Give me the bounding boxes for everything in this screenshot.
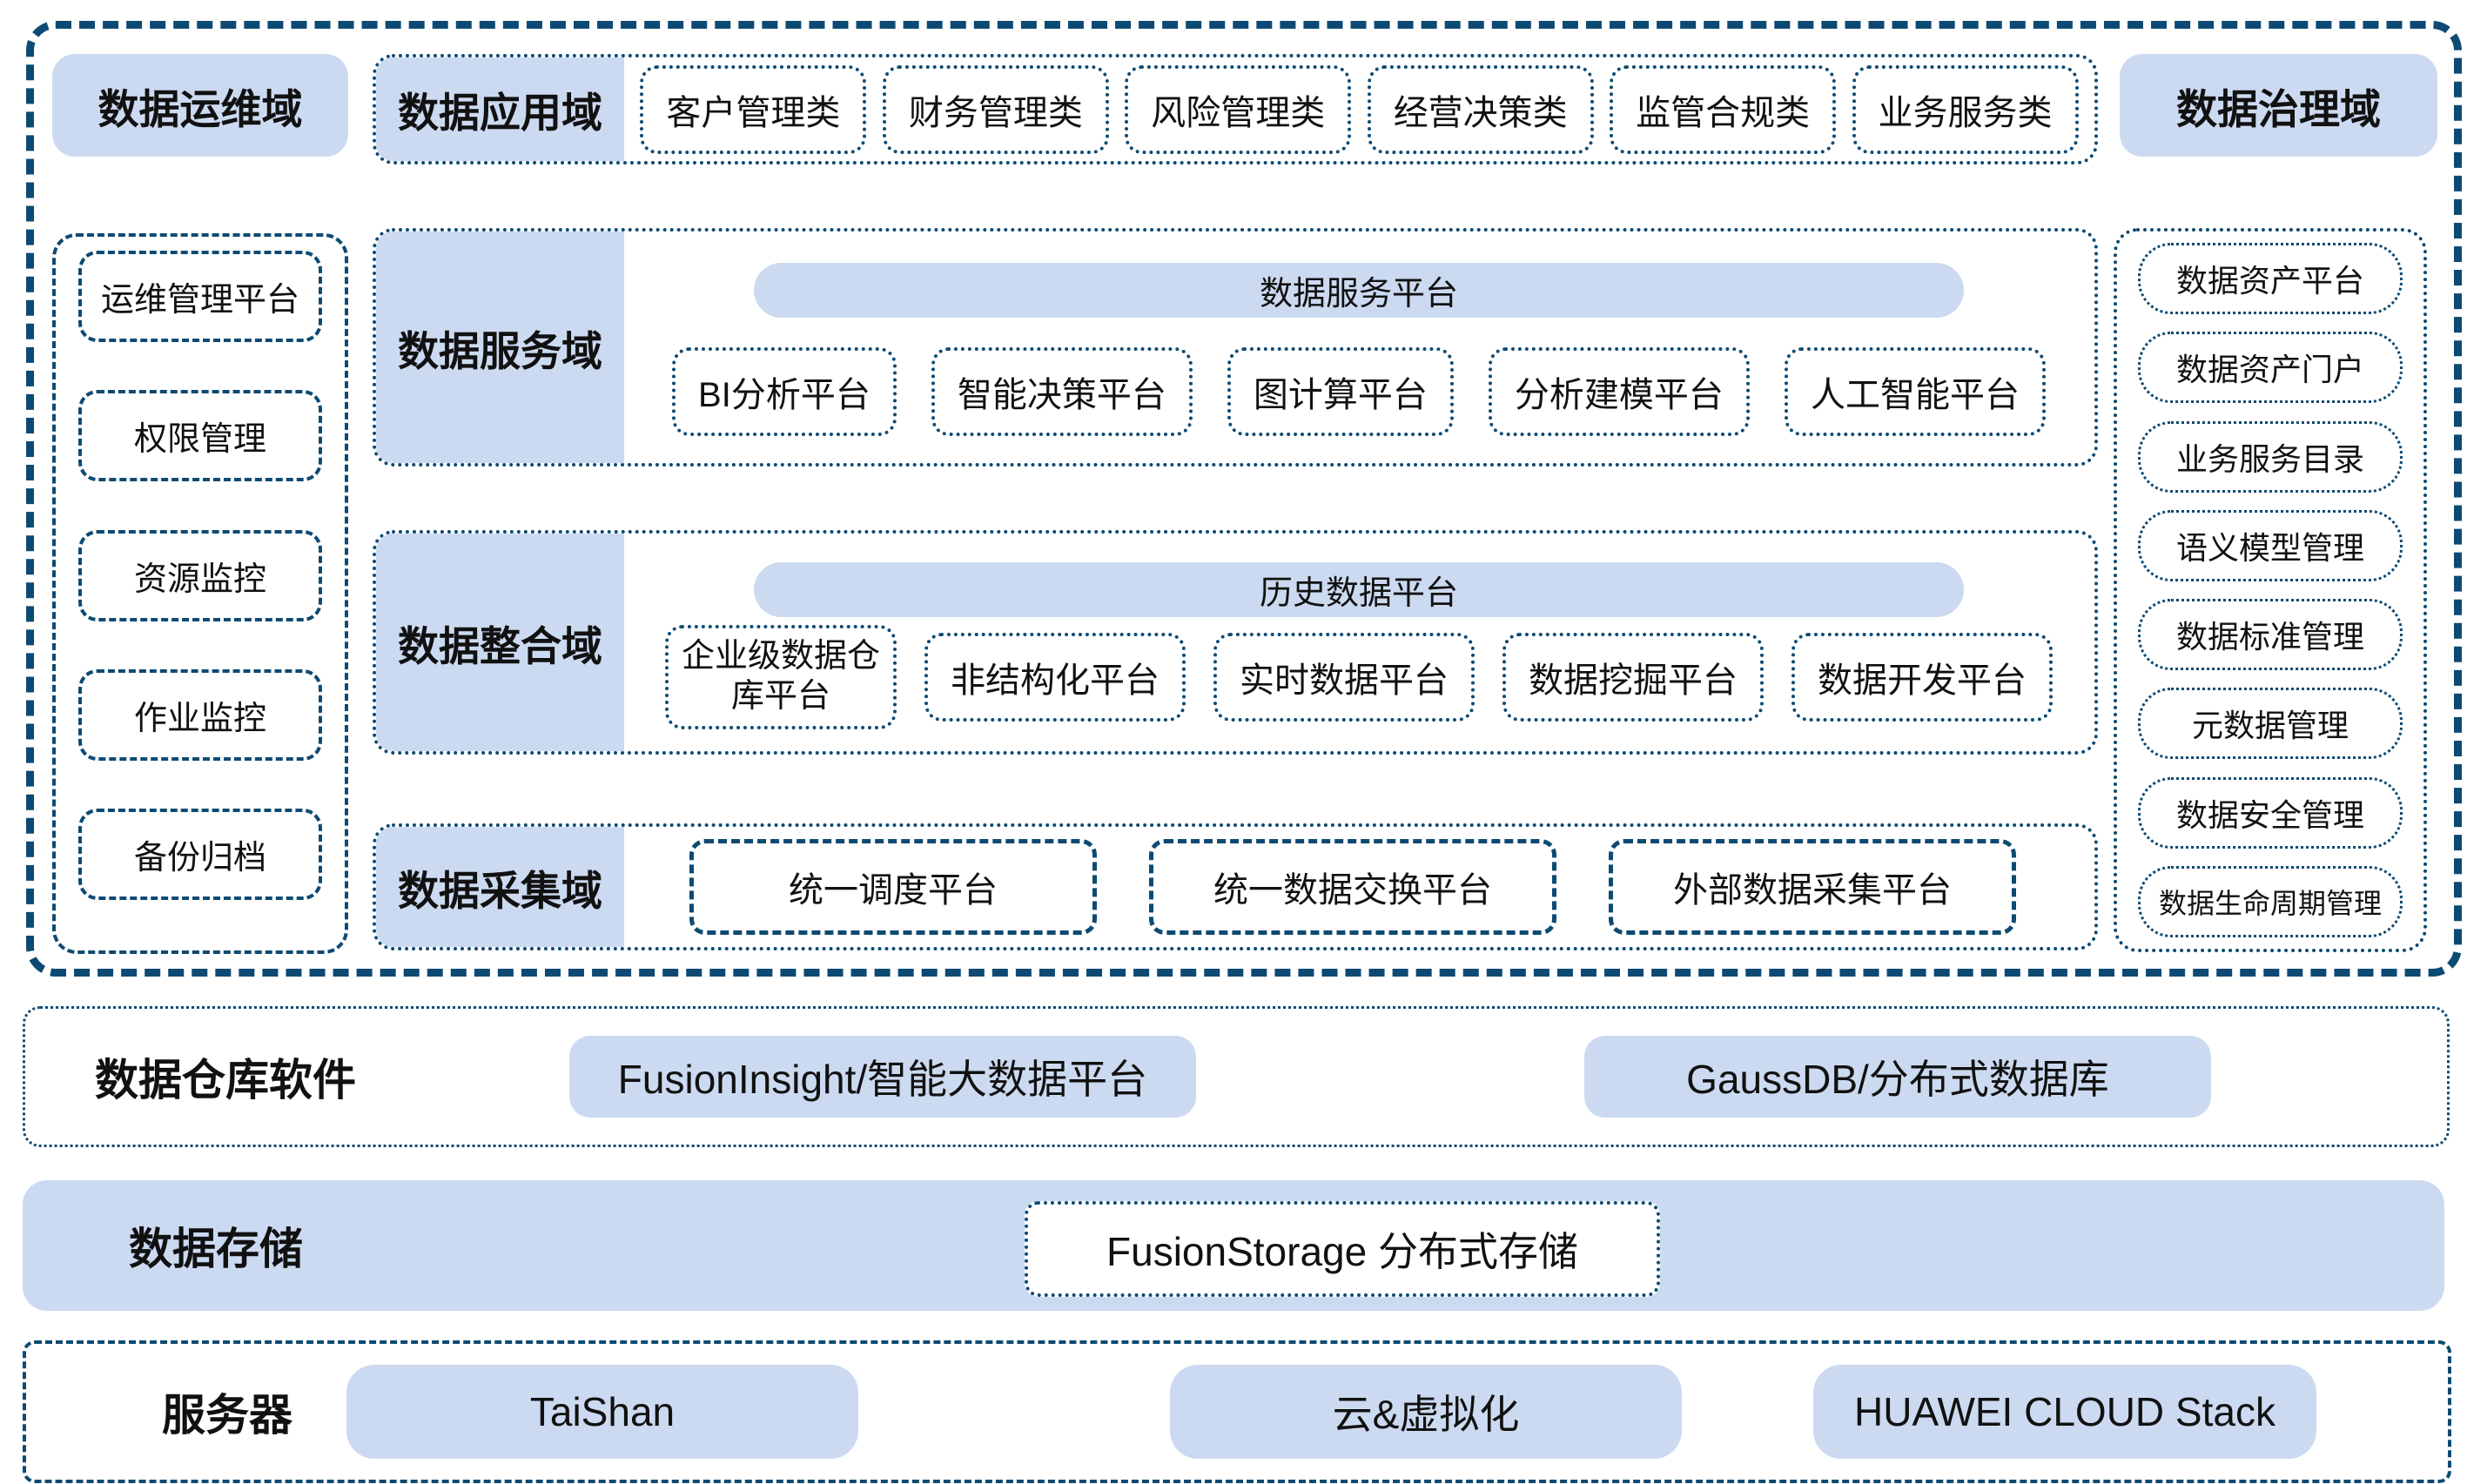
app-domain-chip-row: 客户管理类 财务管理类 风险管理类 经营决策类 监管合规类 业务服务类 (624, 57, 2094, 161)
service-domain-label: 数据服务域 (376, 232, 624, 463)
item-ops-mgmt-platform: 运维管理平台 (78, 251, 322, 342)
item-business-service-catalog: 业务服务目录 (2138, 420, 2403, 493)
item-data-standard-mgmt: 数据标准管理 (2138, 599, 2403, 671)
chip-finance-mgmt: 财务管理类 (882, 64, 1109, 154)
governance-domain-sidebar: 数据资产平台 数据资产门户 业务服务目录 语义模型管理 数据标准管理 元数据管理… (2114, 228, 2427, 952)
chip-realtime-data-platform: 实时数据平台 (1213, 633, 1475, 722)
item-permission-mgmt: 权限管理 (78, 390, 322, 482)
collection-domain-chip-row: 统一调度平台 统一数据交换平台 外部数据采集平台 (637, 827, 2068, 947)
chip-analysis-modeling-platform: 分析建模平台 (1488, 347, 1750, 436)
ops-domain-sidebar: 运维管理平台 权限管理 资源监控 作业监控 备份归档 (52, 233, 348, 954)
collection-domain-band: 数据采集域 统一调度平台 统一数据交换平台 外部数据采集平台 (373, 823, 2098, 950)
integration-domain-label: 数据整合域 (376, 534, 624, 751)
chip-unstructured-platform: 非结构化平台 (924, 633, 1186, 722)
server-row: 服务器 TaiShan 云&虚拟化 HUAWEI CLOUD Stack (23, 1340, 2451, 1483)
gaussdb-block: GaussDB/分布式数据库 (1584, 1036, 2211, 1118)
item-data-lifecycle-mgmt: 数据生命周期管理 (2138, 865, 2403, 937)
chip-bi-analysis-platform: BI分析平台 (672, 347, 897, 436)
chip-intelligent-decision-platform: 智能决策平台 (931, 347, 1193, 436)
app-domain-label: 数据应用域 (376, 57, 624, 161)
warehouse-software-row: 数据仓库软件 FusionInsight/智能大数据平台 GaussDB/分布式… (23, 1006, 2450, 1147)
chip-business-service: 业务服务类 (1852, 64, 2079, 154)
app-domain-container: 数据应用域 客户管理类 财务管理类 风险管理类 经营决策类 监管合规类 业务服务… (373, 54, 2098, 165)
history-data-platform-bar: 历史数据平台 (754, 562, 1964, 617)
data-service-platform-bar: 数据服务平台 (754, 263, 1964, 318)
fusionstorage-box: FusionStorage 分布式存储 (1025, 1201, 1660, 1297)
service-domain-chip-row: BI分析平台 智能决策平台 图计算平台 分析建模平台 人工智能平台 (637, 347, 2080, 436)
warehouse-software-label: 数据仓库软件 (95, 1056, 356, 1105)
chip-graph-compute-platform: 图计算平台 (1227, 347, 1454, 436)
chip-data-dev-platform: 数据开发平台 (1791, 633, 2053, 722)
server-label: 服务器 (162, 1391, 292, 1440)
item-resource-monitor: 资源监控 (78, 529, 322, 621)
taishan-block: TaiShan (346, 1365, 858, 1459)
governance-domain-block: 数据治理域 (2120, 54, 2437, 157)
ops-domain-block: 数据运维域 (52, 54, 348, 157)
item-backup-archive: 备份归档 (78, 809, 322, 900)
cloud-virtualization-block: 云&虚拟化 (1170, 1365, 1682, 1459)
data-storage-label: 数据存储 (129, 1225, 303, 1273)
chip-unified-scheduling-platform: 统一调度平台 (689, 839, 1097, 935)
chip-business-decision: 经营决策类 (1367, 64, 1594, 154)
item-metadata-mgmt: 元数据管理 (2138, 688, 2403, 760)
service-domain-band: 数据服务域 数据服务平台 BI分析平台 智能决策平台 图计算平台 分析建模平台 … (373, 228, 2098, 467)
chip-unified-data-exchange-platform: 统一数据交换平台 (1149, 839, 1556, 935)
integration-domain-chip-row: 企业级数据仓库平台 非结构化平台 实时数据平台 数据挖掘平台 数据开发平台 (637, 625, 2080, 729)
integration-domain-band: 数据整合域 历史数据平台 企业级数据仓库平台 非结构化平台 实时数据平台 数据挖… (373, 530, 2098, 755)
item-data-asset-portal: 数据资产门户 (2138, 332, 2403, 404)
data-storage-row: 数据存储 FusionStorage 分布式存储 (23, 1180, 2444, 1311)
item-data-security-mgmt: 数据安全管理 (2138, 776, 2403, 849)
huawei-cloud-stack-block: HUAWEI CLOUD Stack (1813, 1365, 2316, 1459)
item-data-asset-platform: 数据资产平台 (2138, 243, 2403, 314)
item-job-monitor: 作业监控 (78, 668, 322, 761)
chip-regulatory-compliance: 监管合规类 (1610, 64, 1837, 154)
chip-external-data-collection-platform: 外部数据采集平台 (1609, 839, 2016, 935)
chip-customer-mgmt: 客户管理类 (640, 64, 867, 154)
chip-enterprise-data-warehouse-platform: 企业级数据仓库平台 (665, 625, 897, 729)
main-dashed-frame (26, 21, 2462, 977)
chip-data-mining-platform: 数据挖掘平台 (1502, 633, 1764, 722)
chip-risk-mgmt: 风险管理类 (1125, 64, 1352, 154)
item-semantic-model-mgmt: 语义模型管理 (2138, 509, 2403, 581)
chip-ai-platform: 人工智能平台 (1784, 347, 2046, 436)
collection-domain-label: 数据采集域 (376, 827, 624, 947)
fusioninsight-block: FusionInsight/智能大数据平台 (569, 1036, 1196, 1118)
